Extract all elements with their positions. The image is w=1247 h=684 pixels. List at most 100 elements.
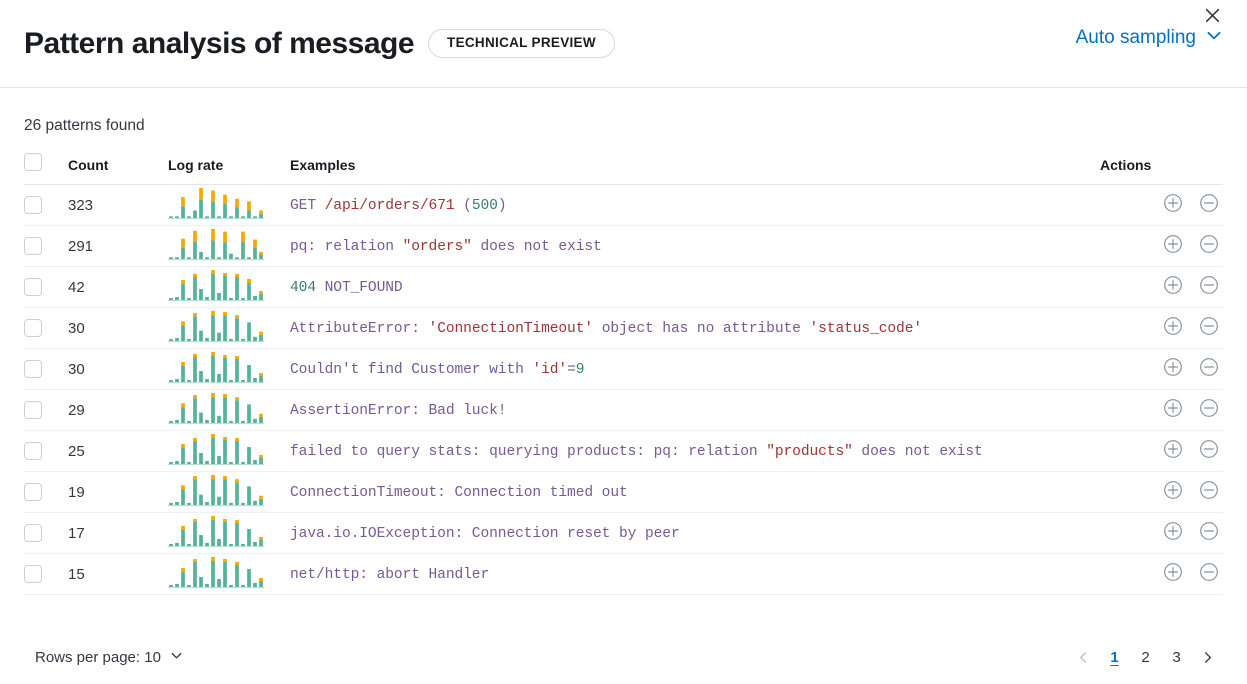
row-checkbox[interactable] [24, 360, 42, 378]
select-all-header [24, 153, 68, 185]
row-checkbox[interactable] [24, 401, 42, 419]
minus-circle-icon[interactable] [1199, 521, 1219, 546]
plus-circle-icon[interactable] [1163, 521, 1183, 546]
example-text: failed to query stats: querying products… [290, 444, 983, 460]
row-example: java.io.IOException: Connection reset by… [290, 512, 1100, 554]
row-select-cell [24, 389, 68, 431]
row-log-rate [168, 266, 290, 308]
row-example: AttributeError: 'ConnectionTimeout' obje… [290, 307, 1100, 349]
table-row[interactable]: 15 net/http: abort Handler [24, 553, 1223, 595]
example-text: java.io.IOException: Connection reset by… [290, 526, 680, 542]
row-example: net/http: abort Handler [290, 553, 1100, 595]
row-example: 404 NOT_FOUND [290, 266, 1100, 308]
row-select-cell [24, 307, 68, 349]
plus-circle-icon[interactable] [1163, 316, 1183, 341]
page-button-1[interactable]: 1 [1110, 648, 1119, 666]
row-log-rate [168, 512, 290, 554]
patterns-table: Count Log rate Examples Actions 323 GET /… [24, 153, 1223, 595]
minus-circle-icon[interactable] [1199, 193, 1219, 218]
auto-sampling-label: Auto sampling [1075, 26, 1196, 48]
page-button-2[interactable]: 2 [1141, 648, 1150, 666]
rows-per-page-label: Rows per page: 10 [35, 648, 161, 666]
page-button-3[interactable]: 3 [1172, 648, 1181, 666]
plus-circle-icon[interactable] [1163, 193, 1183, 218]
minus-circle-icon[interactable] [1199, 357, 1219, 382]
row-example: Couldn't find Customer with 'id'=9 [290, 348, 1100, 390]
example-text: GET /api/orders/671 (500) [290, 198, 507, 214]
row-actions [1100, 307, 1223, 349]
row-count: 25 [68, 430, 168, 472]
table-header: Count Log rate Examples Actions [24, 153, 1223, 185]
row-checkbox[interactable] [24, 524, 42, 542]
count-header[interactable]: Count [68, 153, 168, 185]
row-checkbox[interactable] [24, 237, 42, 255]
row-count: 29 [68, 389, 168, 431]
close-icon[interactable] [1198, 1, 1226, 29]
row-log-rate [168, 184, 290, 226]
plus-circle-icon[interactable] [1163, 357, 1183, 382]
minus-circle-icon[interactable] [1199, 234, 1219, 259]
select-all-checkbox[interactable] [24, 153, 42, 171]
auto-sampling-dropdown[interactable]: Auto sampling [1076, 26, 1223, 49]
row-checkbox[interactable] [24, 442, 42, 460]
example-text: ConnectionTimeout: Connection timed out [290, 485, 628, 501]
minus-circle-icon[interactable] [1199, 480, 1219, 505]
row-example: ConnectionTimeout: Connection timed out [290, 471, 1100, 513]
plus-circle-icon[interactable] [1163, 234, 1183, 259]
plus-circle-icon[interactable] [1163, 275, 1183, 300]
minus-circle-icon[interactable] [1199, 562, 1219, 587]
minus-circle-icon[interactable] [1199, 439, 1219, 464]
chevron-down-icon [169, 648, 184, 667]
chevron-down-icon [1205, 26, 1223, 49]
minus-circle-icon[interactable] [1199, 398, 1219, 423]
row-actions [1100, 184, 1223, 226]
minus-circle-icon[interactable] [1199, 316, 1219, 341]
row-count: 15 [68, 553, 168, 595]
minus-circle-icon[interactable] [1199, 275, 1219, 300]
examples-header[interactable]: Examples [290, 153, 1100, 185]
row-checkbox[interactable] [24, 565, 42, 583]
row-select-cell [24, 430, 68, 472]
table-footer: Rows per page: 10 1 2 3 [0, 630, 1247, 684]
plus-circle-icon[interactable] [1163, 398, 1183, 423]
example-text: net/http: abort Handler [290, 567, 490, 583]
table-row[interactable]: 323 GET /api/orders/671 (500) [24, 184, 1223, 226]
plus-circle-icon[interactable] [1163, 439, 1183, 464]
row-log-rate [168, 307, 290, 349]
rows-per-page-selector[interactable]: Rows per page: 10 [24, 648, 184, 667]
log-rate-header[interactable]: Log rate [168, 153, 290, 185]
row-actions [1100, 266, 1223, 308]
chevron-left-icon[interactable] [1068, 642, 1099, 673]
plus-circle-icon[interactable] [1163, 562, 1183, 587]
row-count: 323 [68, 184, 168, 226]
row-example: pq: relation "orders" does not exist [290, 225, 1100, 267]
row-select-cell [24, 553, 68, 595]
patterns-found-count: 26 patterns found [24, 117, 145, 134]
example-text: Couldn't find Customer with 'id'=9 [290, 362, 585, 378]
row-log-rate [168, 553, 290, 595]
example-text: 404 NOT_FOUND [290, 280, 403, 296]
chevron-right-icon[interactable] [1192, 642, 1223, 673]
flyout-body: 26 patterns found Count Log rate Example… [0, 88, 1247, 595]
row-checkbox[interactable] [24, 483, 42, 501]
plus-circle-icon[interactable] [1163, 480, 1183, 505]
row-actions [1100, 553, 1223, 595]
row-select-cell [24, 266, 68, 308]
row-example: GET /api/orders/671 (500) [290, 184, 1100, 226]
row-count: 42 [68, 266, 168, 308]
table-row[interactable]: 25 failed to query stats: querying produc… [24, 430, 1223, 472]
row-checkbox[interactable] [24, 319, 42, 337]
row-actions [1100, 225, 1223, 267]
row-checkbox[interactable] [24, 278, 42, 296]
row-example: failed to query stats: querying products… [290, 430, 1100, 472]
row-select-cell [24, 225, 68, 267]
table-row[interactable]: 42 404 NOT_FOUND [24, 266, 1223, 308]
row-checkbox[interactable] [24, 196, 42, 214]
